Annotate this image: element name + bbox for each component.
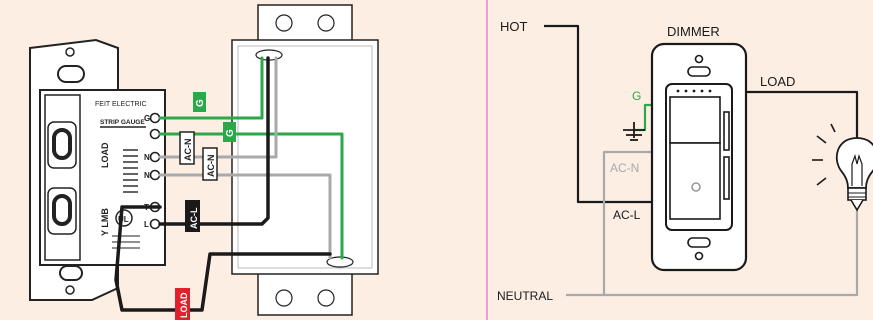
tag-acl: AC-L — [185, 200, 200, 232]
svg-text:AC-L: AC-L — [189, 207, 199, 229]
svg-text:G: G — [195, 99, 206, 107]
brand-text: FEIT ELECTRIC — [95, 101, 147, 108]
terminal-letter-n1: N — [144, 153, 150, 162]
terminal-letter-g: G — [144, 114, 150, 123]
light-bulb-icon — [812, 123, 873, 212]
label-neutral: NEUTRAL — [497, 289, 553, 303]
dimmer-switch-body: FEIT ELECTRIC STRIP GAUGE LOAD Y LMB G N… — [39, 89, 166, 266]
label-ac-l: AC-L — [613, 208, 641, 222]
tag-g-lower: G — [223, 122, 236, 142]
side-label-lmb: Y LMB — [100, 208, 110, 236]
ul-listed-icon: UL — [115, 209, 133, 227]
svg-text:UL: UL — [118, 215, 129, 224]
dim-slider-upper — [723, 111, 730, 151]
load-line — [745, 90, 859, 138]
electrical-box — [231, 4, 379, 316]
tag-g-upper: G — [193, 92, 206, 112]
tag-acn-a: AC-N — [179, 131, 195, 165]
ground-wire-upper — [158, 56, 264, 120]
indicator-leds — [676, 89, 712, 93]
svg-text:G: G — [225, 129, 236, 137]
label-load: LOAD — [760, 74, 795, 89]
svg-text:AC-N: AC-N — [206, 155, 216, 178]
strip-gauge-text: STRIP GAUGE — [100, 119, 145, 126]
svg-text:AC-N: AC-N — [183, 139, 193, 162]
load-wire — [114, 205, 332, 312]
label-ground: G — [632, 89, 641, 103]
svg-text:LOAD: LOAD — [179, 292, 189, 318]
terminal-letter-n2: N — [144, 171, 150, 180]
neutral-wire-upper — [158, 56, 278, 159]
right-schematic: HOT DIMMER LOAD G AC-N AC-L NEUTRAL — [497, 19, 873, 303]
ground-symbol-icon — [623, 122, 645, 141]
side-label-load: LOAD — [100, 142, 110, 168]
label-ac-n: AC-N — [610, 161, 639, 175]
rocker-lower — [669, 142, 721, 220]
ac-n-line — [602, 150, 652, 295]
terminal-screws — [149, 112, 161, 230]
rocker-upper — [669, 96, 721, 144]
dim-slider-lower — [723, 156, 730, 200]
hot-line — [544, 24, 652, 204]
hot-wire — [158, 56, 270, 226]
ground-wire-lower — [158, 132, 344, 260]
left-illustration: FEIT ELECTRIC STRIP GAUGE LOAD Y LMB G N… — [29, 4, 379, 320]
neutral-line — [566, 210, 859, 297]
heat-sink-fins — [123, 149, 138, 193]
label-dimmer: DIMMER — [667, 24, 720, 39]
terminal-letter-l: L — [144, 220, 149, 229]
label-hot: HOT — [500, 19, 528, 34]
tag-load: LOAD — [175, 288, 190, 320]
dimmer-device — [650, 42, 748, 272]
tag-acn-b: AC-N — [202, 147, 218, 181]
